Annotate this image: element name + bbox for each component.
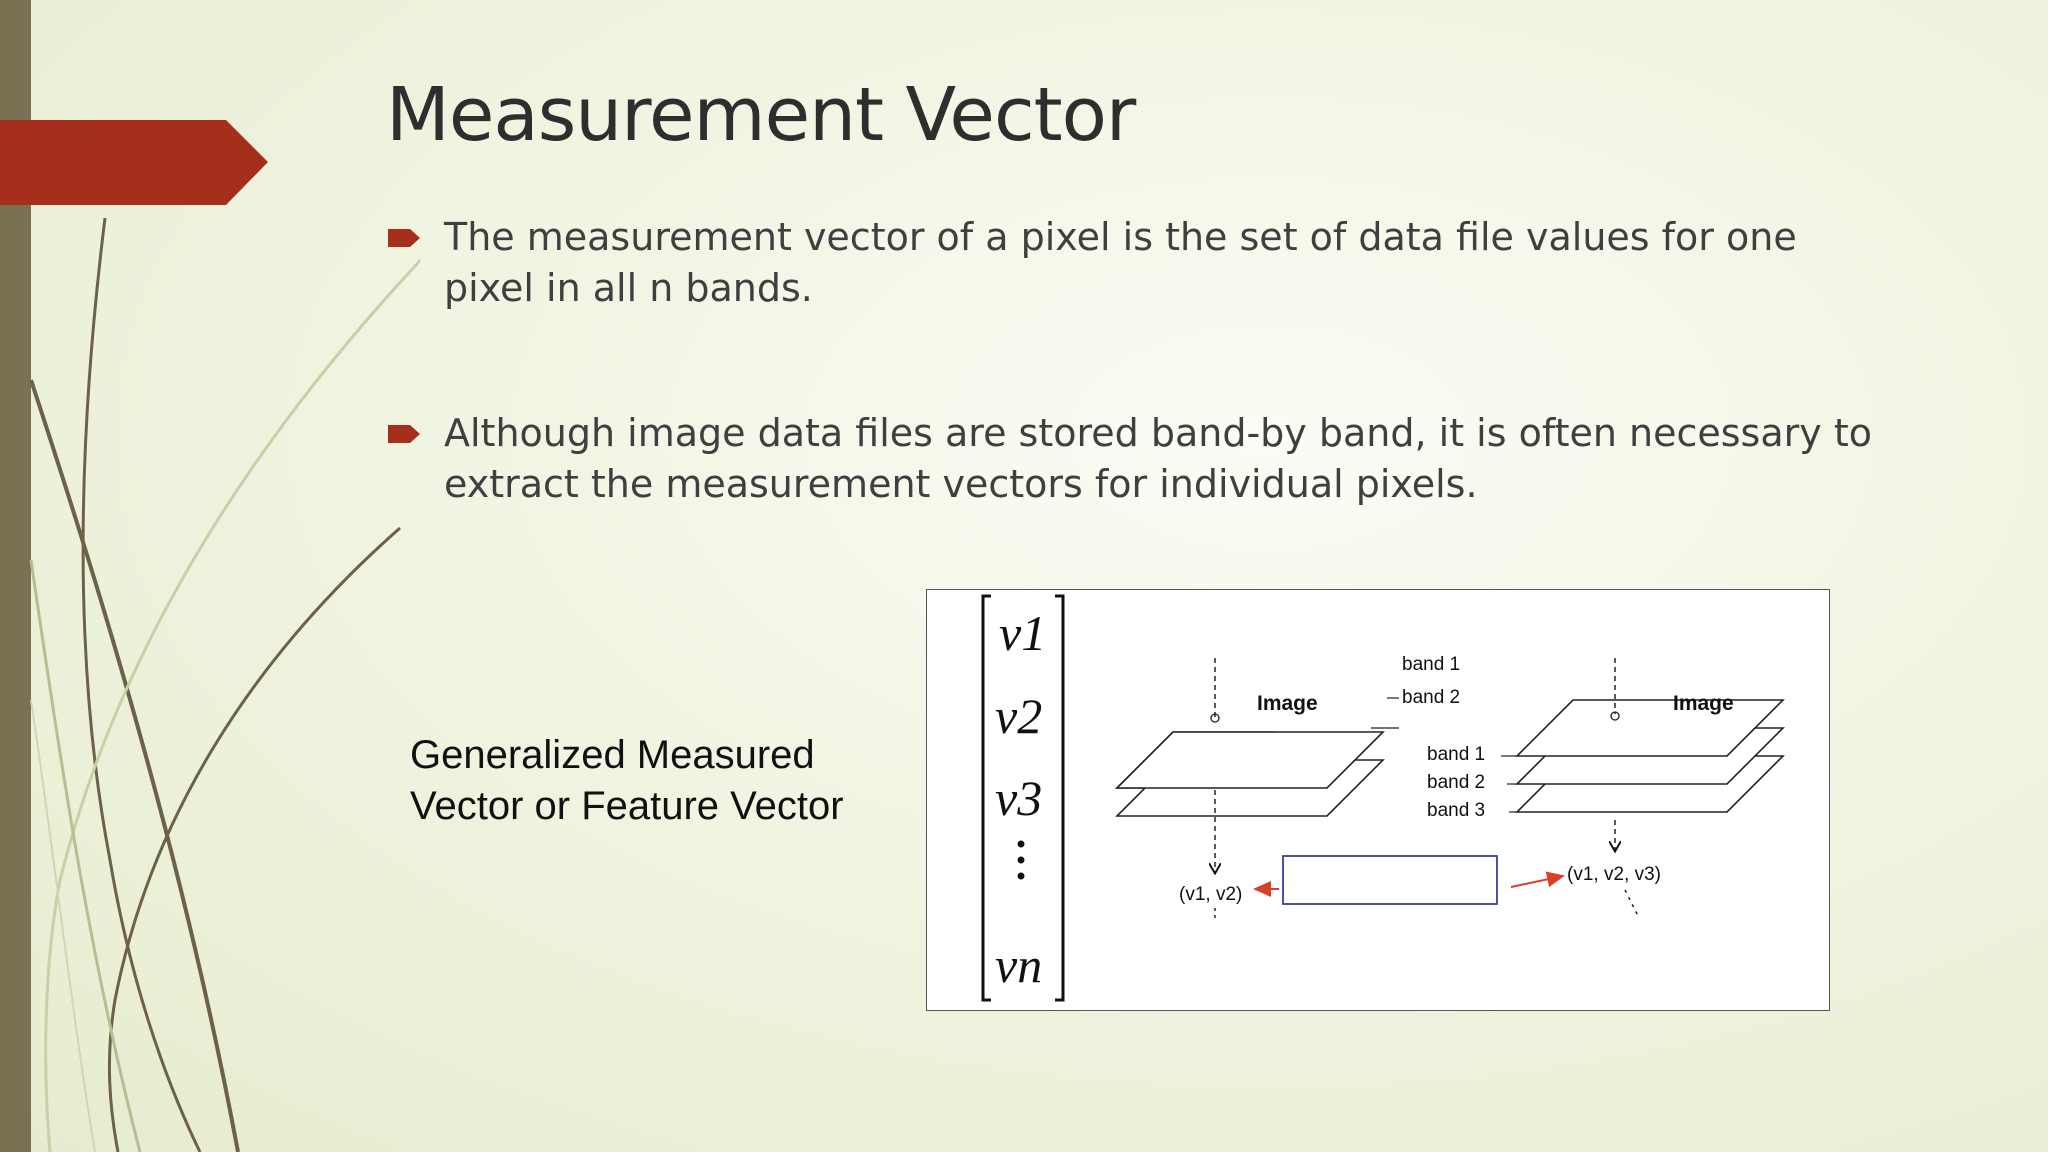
vector-bracket — [981, 594, 1065, 1002]
measurement-vector-figure: v1 v2 v3 vn Image band 1 band 2 (v1, v2) — [926, 589, 1830, 1011]
vector-entry: vn — [995, 937, 1042, 993]
vector-entry: v3 — [995, 770, 1042, 826]
bullet-list: The measurement vector of a pixel is the… — [388, 212, 1888, 510]
vector-entry: v1 — [999, 605, 1046, 661]
vertical-ellipsis-icon — [1017, 840, 1025, 880]
left-band-stack — [1115, 658, 1399, 920]
image-label: Image — [1673, 692, 1734, 715]
vector-output-label: (v1, v2, v3) — [1567, 864, 1661, 885]
caption-line: Generalized Measured — [410, 733, 815, 777]
band-label: band 2 — [1402, 687, 1460, 708]
band-label: band 2 — [1427, 772, 1485, 793]
band-label: band 3 — [1427, 800, 1485, 821]
image-label: Image — [1257, 692, 1318, 715]
bullet-text: Although image data files are stored ban… — [444, 411, 1872, 506]
arrow-bullet-icon — [388, 229, 420, 247]
decorative-swoosh-lines — [29, 217, 420, 1152]
pixel-extraction-box — [1282, 855, 1498, 905]
accent-arrow-tab — [0, 120, 268, 205]
right-band-stack — [1501, 658, 1785, 919]
right-output-arrow — [1510, 871, 1565, 888]
vector-output-label: (v1, v2) — [1179, 884, 1242, 905]
arrow-bullet-icon — [388, 425, 420, 443]
band-label: band 1 — [1402, 654, 1460, 675]
caption-line: Vector or Feature Vector — [410, 784, 844, 828]
bullet-text: The measurement vector of a pixel is the… — [444, 215, 1797, 310]
band-label: band 1 — [1427, 744, 1485, 765]
bullet-item: Although image data files are stored ban… — [388, 408, 1888, 510]
bullet-item: The measurement vector of a pixel is the… — [388, 212, 1888, 314]
slide-title: Measurement Vector — [386, 72, 1136, 158]
vector-entry: v2 — [995, 688, 1042, 744]
figure-diagram: v1 v2 v3 vn Image band 1 band 2 (v1, v2) — [981, 594, 1785, 1002]
figure-caption: Generalized Measured Vector or Feature V… — [410, 730, 844, 832]
